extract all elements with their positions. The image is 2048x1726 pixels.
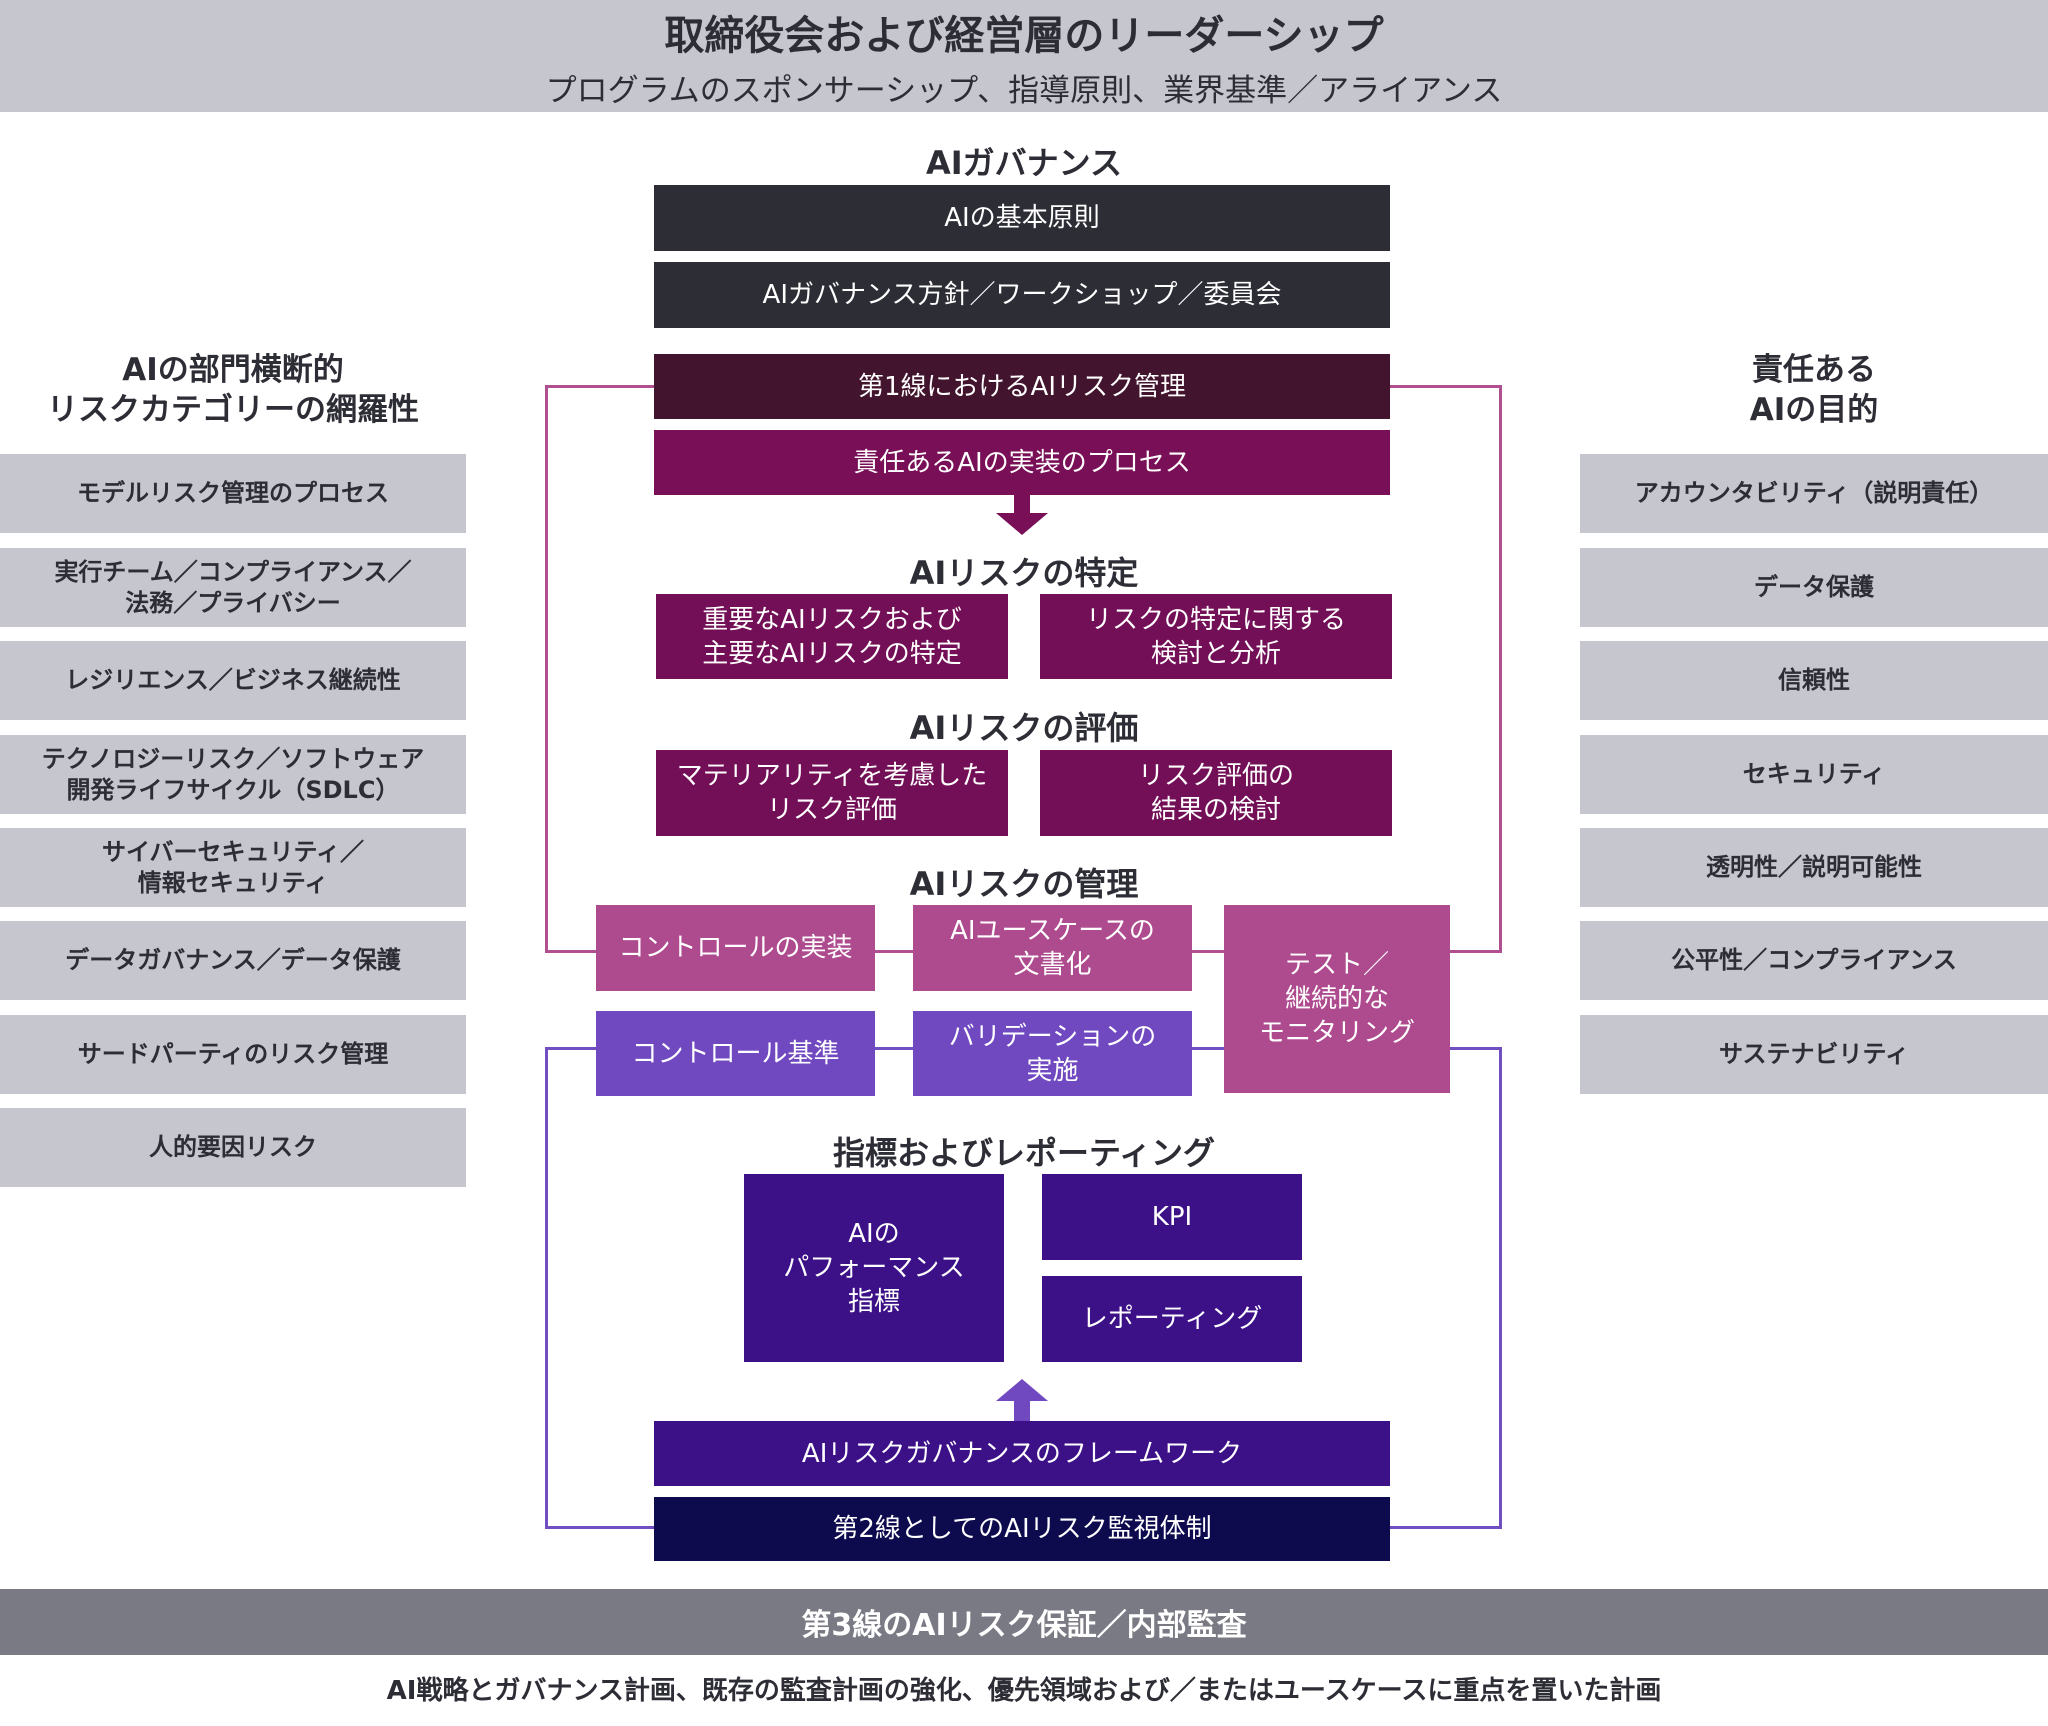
- risk-category-item: サイバーセキュリティ／ 情報セキュリティ: [0, 828, 466, 907]
- control-implementation-box: コントロールの実装: [596, 905, 875, 991]
- implementation-process-box: 責任あるAIの実装のプロセス: [654, 430, 1390, 495]
- assess-box: マテリアリティを考慮した リスク評価: [656, 750, 1008, 836]
- pink-connector: [545, 385, 655, 388]
- first-line-box: 第1線におけるAIリスク管理: [654, 354, 1390, 419]
- header-subtitle: プログラムのスポンサーシップ、指導原則、業界基準／アライアンス: [545, 72, 1503, 109]
- objective-item: データ保護: [1580, 548, 2048, 627]
- risk-category-item: レジリエンス／ビジネス継続性: [0, 641, 466, 720]
- objective-item: サステナビリティ: [1580, 1015, 2048, 1094]
- pink-connector: [1192, 950, 1226, 953]
- identify-analysis-box: リスクの特定に関する 検討と分析: [1040, 594, 1392, 679]
- governance-heading: AIガバナンス: [925, 144, 1123, 182]
- arrow-down-icon: [996, 495, 1048, 535]
- kpi-box: KPI: [1042, 1174, 1302, 1260]
- third-line-band: 第3線のAIリスク保証／内部監査: [0, 1589, 2048, 1655]
- objective-item: セキュリティ: [1580, 735, 2048, 814]
- violet-connector: [1499, 1047, 1502, 1529]
- violet-connector: [545, 1047, 597, 1050]
- violet-connector: [1450, 1047, 1502, 1050]
- identify-heading: AIリスクの特定: [909, 554, 1139, 592]
- pink-connector: [875, 950, 915, 953]
- left-heading: AIの部門横断的 リスクカテゴリーの網羅性: [47, 352, 419, 428]
- use-case-doc-box: AIユースケースの 文書化: [913, 905, 1192, 991]
- risk-category-item: データガバナンス／データ保護: [0, 921, 466, 1000]
- assess-result-box: リスク評価の 結果の検討: [1040, 750, 1392, 836]
- risk-category-item: 人的要因リスク: [0, 1108, 466, 1187]
- pink-connector: [1450, 950, 1502, 953]
- assess-heading: AIリスクの評価: [909, 709, 1139, 747]
- pink-connector: [1499, 385, 1502, 953]
- governance-policy-box: AIガバナンス方針／ワークショップ／委員会: [654, 262, 1390, 328]
- risk-category-item: モデルリスク管理のプロセス: [0, 454, 466, 533]
- identify-box: 重要なAIリスクおよび 主要なAIリスクの特定: [656, 594, 1008, 679]
- risk-category-item: テクノロジーリスク／ソフトウェア 開発ライフサイクル（SDLC）: [0, 735, 466, 814]
- objective-item: 公平性／コンプライアンス: [1580, 921, 2048, 1000]
- violet-connector: [545, 1526, 655, 1529]
- header-title: 取締役会および経営層のリーダーシップ: [664, 12, 1384, 59]
- risk-category-item: 実行チーム／コンプライアンス／ 法務／プライバシー: [0, 548, 466, 627]
- violet-connector: [1192, 1047, 1226, 1050]
- manage-heading: AIリスクの管理: [909, 865, 1139, 903]
- testing-monitoring-box: テスト／ 継続的な モニタリング: [1224, 905, 1450, 1093]
- reporting-box: レポーティング: [1042, 1276, 1302, 1362]
- right-heading: 責任ある AIの目的: [1749, 352, 1879, 428]
- control-standards-box: コントロール基準: [596, 1011, 875, 1096]
- second-line-box: 第2線としてのAIリスク監視体制: [654, 1497, 1390, 1561]
- pink-connector: [545, 950, 597, 953]
- violet-connector: [545, 1047, 548, 1529]
- violet-connector: [1388, 1526, 1502, 1529]
- risk-category-item: サードパーティのリスク管理: [0, 1015, 466, 1094]
- objective-item: 透明性／説明可能性: [1580, 828, 2048, 907]
- validation-box: バリデーションの 実施: [913, 1011, 1192, 1096]
- third-line-footer: AI戦略とガバナンス計画、既存の監査計画の強化、優先領域および／またはユースケー…: [386, 1676, 1662, 1706]
- arrow-up-icon: [996, 1379, 1048, 1421]
- metrics-heading: 指標およびレポーティング: [832, 1134, 1216, 1172]
- pink-connector: [545, 385, 548, 953]
- pink-connector: [1388, 385, 1502, 388]
- objective-item: 信頼性: [1580, 641, 2048, 720]
- performance-metrics-box: AIの パフォーマンス 指標: [744, 1174, 1004, 1362]
- leadership-header: 取締役会および経営層のリーダーシップ プログラムのスポンサーシップ、指導原則、業…: [0, 0, 2048, 112]
- framework-box: AIリスクガバナンスのフレームワーク: [654, 1421, 1390, 1486]
- violet-connector: [875, 1047, 915, 1050]
- ai-principles-box: AIの基本原則: [654, 185, 1390, 251]
- objective-item: アカウンタビリティ（説明責任）: [1580, 454, 2048, 533]
